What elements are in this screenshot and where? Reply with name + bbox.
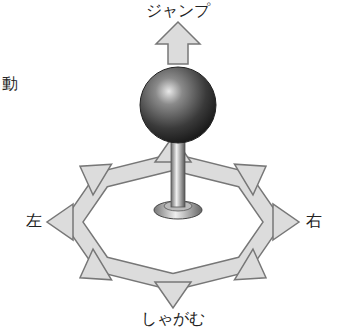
direction-label: 右 bbox=[306, 211, 322, 230]
direction-label: ジャンプ bbox=[146, 1, 210, 20]
stick-ball bbox=[140, 67, 216, 143]
direction-arrowhead bbox=[273, 204, 299, 240]
partial-label: 動 bbox=[2, 74, 18, 93]
direction-arrowhead bbox=[234, 249, 266, 280]
direction-arrowhead bbox=[234, 164, 266, 195]
direction-arrowhead bbox=[47, 204, 73, 240]
direction-arrowhead bbox=[80, 249, 112, 280]
direction-ring bbox=[47, 136, 299, 308]
direction-arrowhead bbox=[80, 164, 112, 195]
jump-arrow bbox=[156, 22, 200, 64]
direction-label: 左 bbox=[26, 211, 42, 230]
stick-shaft bbox=[171, 135, 185, 207]
direction-label: しゃがむ bbox=[141, 309, 205, 328]
direction-arrowhead bbox=[155, 282, 191, 308]
